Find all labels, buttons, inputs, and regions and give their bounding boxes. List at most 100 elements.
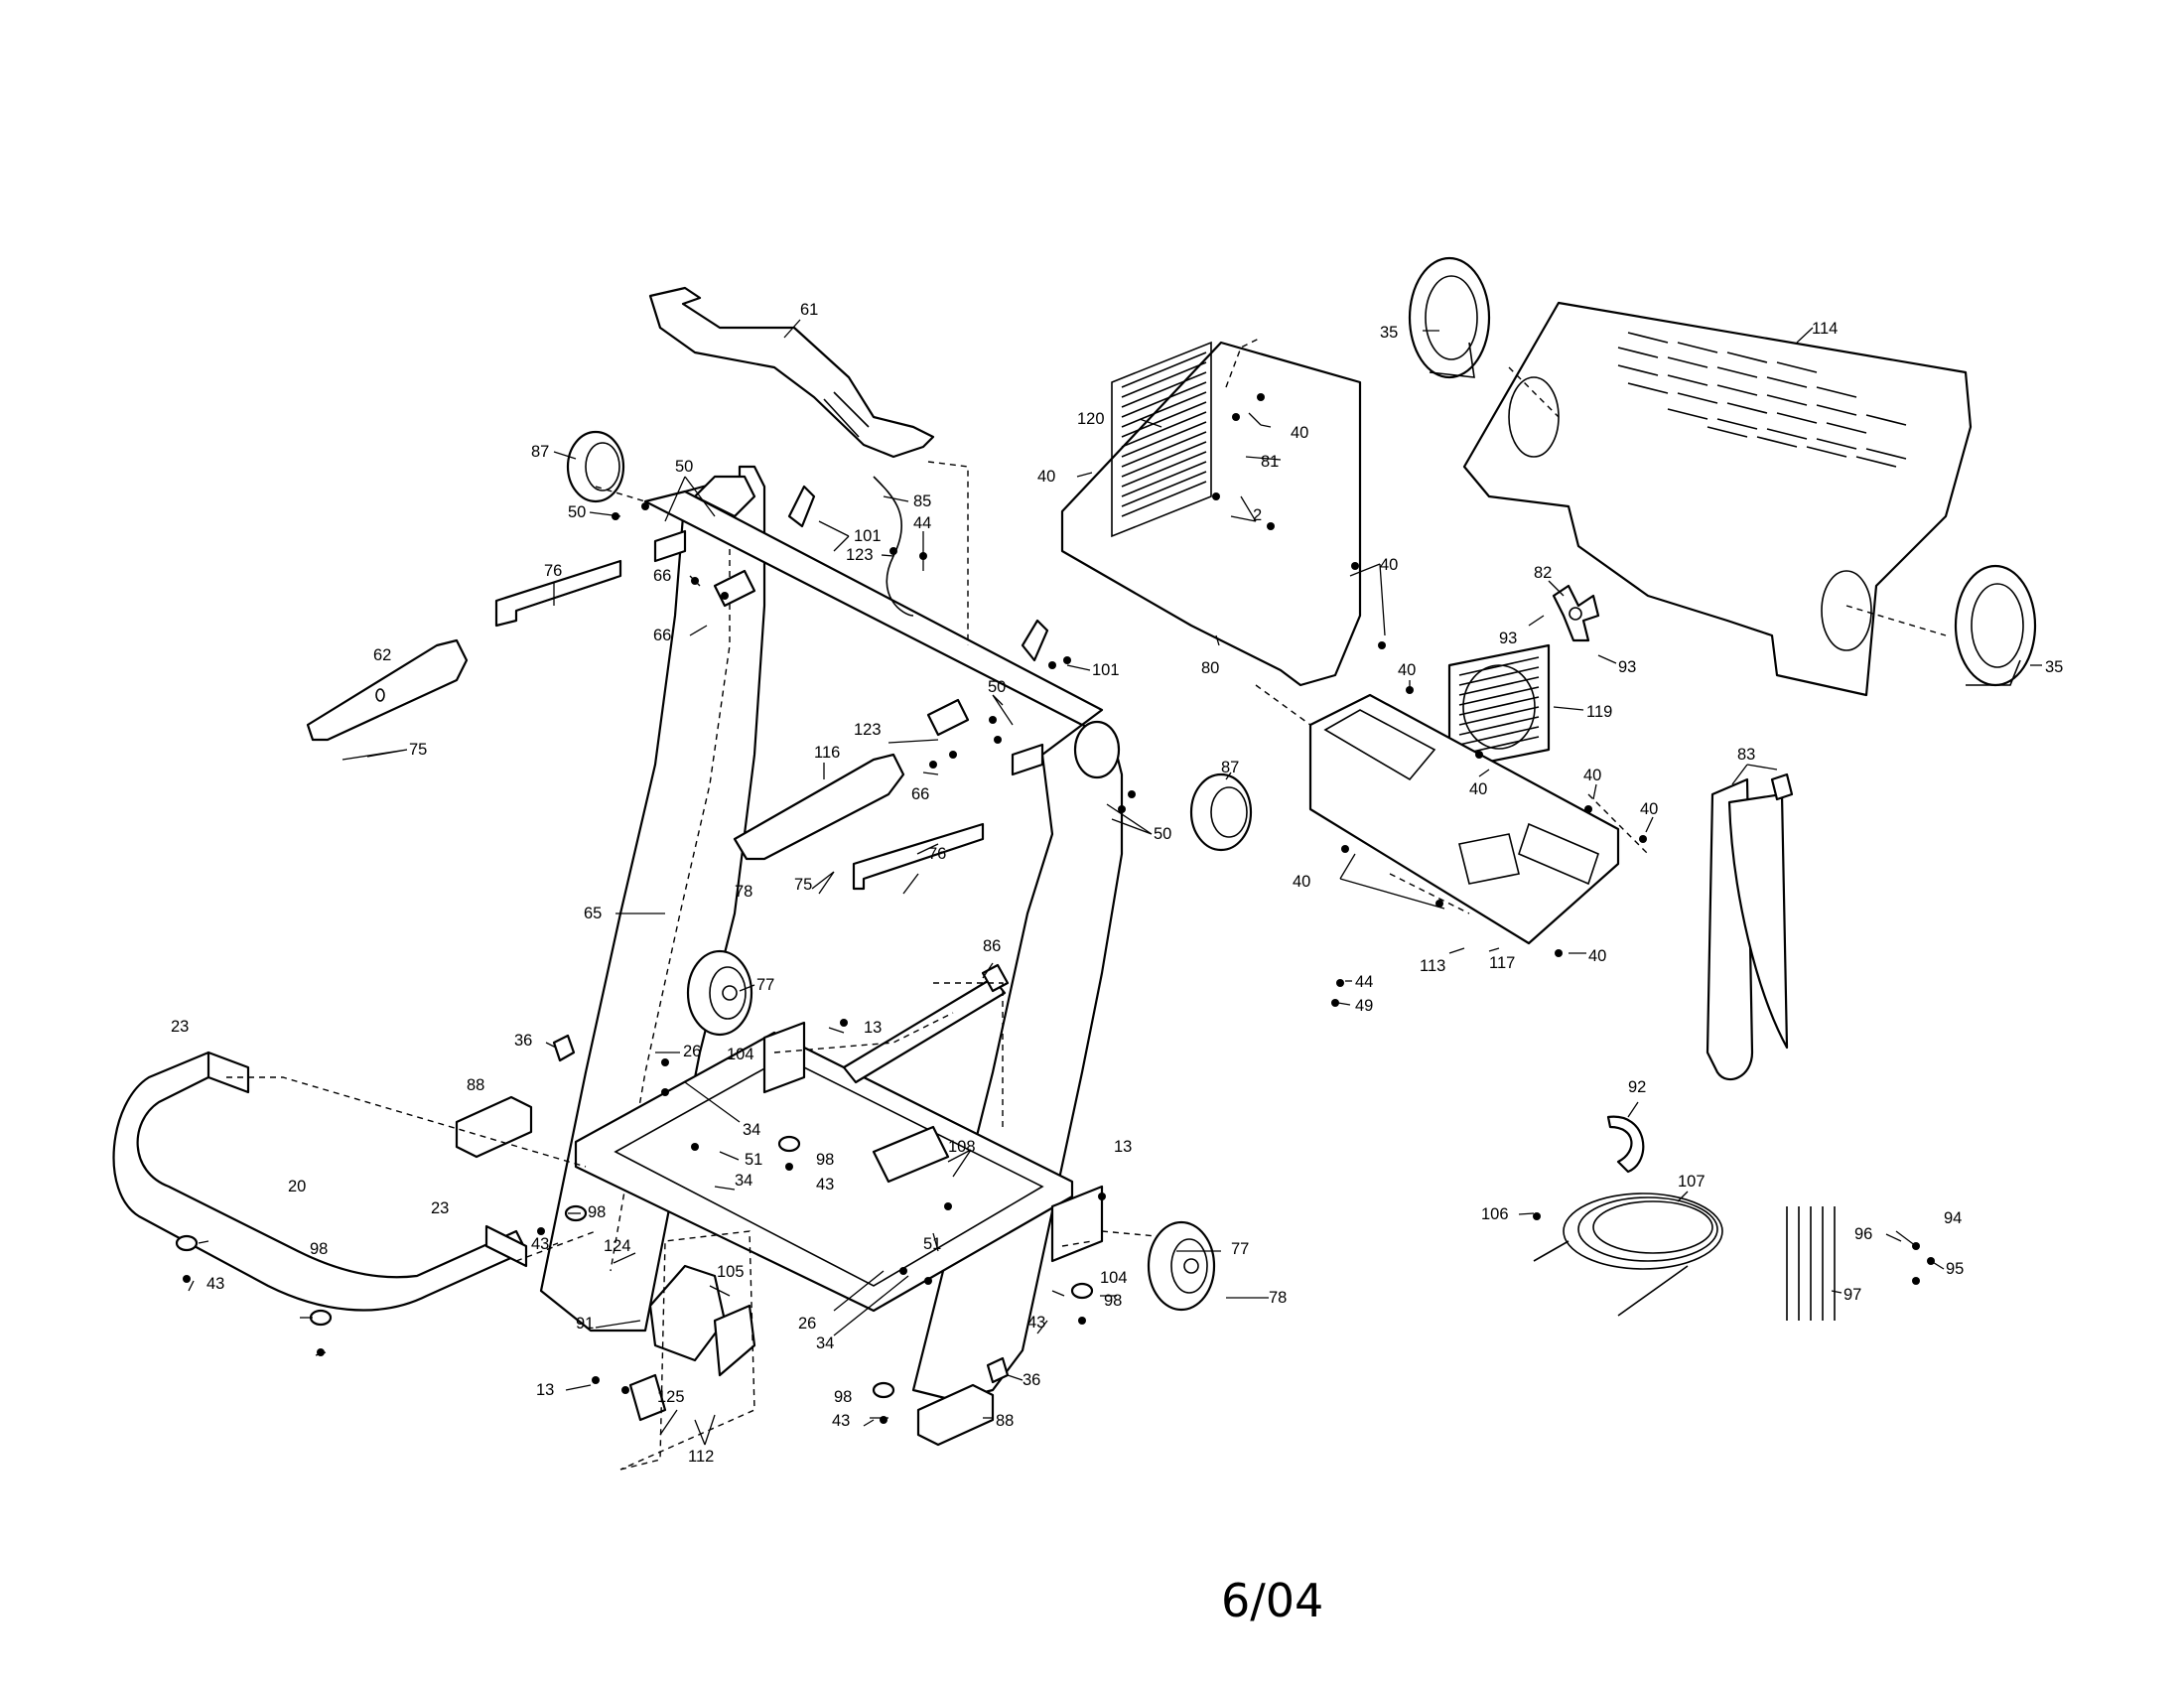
- callout-label: 114: [1812, 320, 1838, 338]
- callout-label: 117: [1489, 954, 1515, 972]
- ties-part-97: [1786, 1206, 1836, 1321]
- callout-label: 93: [1499, 630, 1517, 647]
- callout-label: 76: [928, 845, 946, 863]
- callout-label: 87: [1221, 759, 1239, 776]
- callout-label: 85: [913, 492, 931, 510]
- callout-label: 75: [794, 876, 812, 894]
- wheel-part-77-left: [686, 949, 753, 1037]
- callout-label: 95: [1946, 1260, 1964, 1278]
- callout-label: 13: [536, 1381, 554, 1399]
- grille-part-119: [1447, 643, 1551, 772]
- callout-label: 104: [727, 1046, 754, 1063]
- callout-label: 49: [1355, 997, 1373, 1015]
- callout-label: 104: [1100, 1269, 1128, 1287]
- callout-label: 34: [816, 1334, 834, 1352]
- callout-label: 43: [531, 1235, 549, 1253]
- callout-label: 36: [1023, 1371, 1040, 1389]
- callout-leader-lines: [188, 319, 2042, 1446]
- bracket-part-76-right: [852, 822, 985, 891]
- callout-label: 108: [948, 1138, 976, 1156]
- grip-part-62: [306, 638, 469, 742]
- clip-part-92: [1606, 1115, 1645, 1174]
- callout-label: 40: [1469, 780, 1487, 798]
- callout-label: 43: [832, 1412, 850, 1430]
- base-frame: [574, 1021, 1104, 1313]
- callout-label: 2: [1253, 506, 1262, 524]
- callout-label: 66: [911, 785, 929, 803]
- callout-label: 40: [1640, 800, 1658, 818]
- callout-label: 50: [1154, 825, 1171, 843]
- end-cap-part-87-right: [1189, 772, 1253, 852]
- callout-label: 66: [653, 627, 671, 644]
- callout-label: 123: [854, 721, 882, 739]
- callout-label: 86: [983, 937, 1001, 955]
- callout-label: 40: [1293, 873, 1310, 891]
- callout-label: 78: [1269, 1289, 1287, 1307]
- callout-label: 98: [588, 1203, 606, 1221]
- callout-label: 92: [1628, 1078, 1646, 1096]
- end-cap-part-87-left: [566, 430, 625, 503]
- callout-label: 65: [584, 905, 602, 922]
- grip-part-116: [733, 753, 905, 861]
- callout-label: 88: [467, 1076, 484, 1094]
- incline-rod-part-86: [842, 963, 1010, 1084]
- wire-part-85: [873, 476, 914, 617]
- wire-harness-part-83: [1706, 772, 1794, 1081]
- fan-part-82: [1552, 584, 1600, 642]
- callout-label: 93: [1618, 658, 1636, 676]
- callout-label: 40: [1583, 767, 1601, 784]
- callout-label: 98: [816, 1151, 834, 1169]
- part-number-callouts: 61 87 50 50 85 44 101 123 66 66 76 62 75…: [171, 301, 2063, 1466]
- callout-label: 116: [814, 744, 840, 762]
- foot-pads-part-98: [175, 1135, 1094, 1399]
- callout-label: 20: [288, 1178, 306, 1195]
- callout-label: 97: [1843, 1286, 1861, 1304]
- callout-label: 123: [846, 546, 874, 564]
- callout-label: 34: [743, 1121, 760, 1139]
- assembly-guidelines: [226, 337, 1947, 1471]
- callout-label: 125: [657, 1388, 685, 1406]
- callout-label: 77: [1231, 1240, 1249, 1258]
- callout-label: 66: [653, 567, 671, 585]
- callout-label: 40: [1380, 556, 1398, 574]
- callout-label: 80: [1201, 659, 1219, 677]
- callout-label: 98: [1104, 1292, 1122, 1310]
- callout-label: 40: [1037, 468, 1055, 486]
- leveler-pad-part-36: [552, 1034, 1010, 1384]
- callout-label: 96: [1854, 1225, 1872, 1243]
- controller-part-117: [1308, 693, 1620, 945]
- callout-label: 61: [800, 301, 818, 319]
- callout-label: 105: [717, 1263, 745, 1281]
- callout-label: 44: [913, 514, 931, 532]
- motor-hood-part-80: [1060, 341, 1362, 687]
- callout-label: 98: [834, 1388, 852, 1406]
- callout-label: 83: [1737, 746, 1755, 764]
- callout-label: 35: [2045, 658, 2063, 676]
- callout-label: 34: [735, 1172, 752, 1190]
- callout-label: 23: [171, 1018, 189, 1036]
- speaker-cup-part-35-right: [1954, 564, 2037, 687]
- bracket-part-76-left: [494, 559, 622, 628]
- callout-label: 43: [1027, 1314, 1045, 1332]
- callout-label: 13: [1114, 1138, 1132, 1156]
- hood-part-114: [1462, 301, 1973, 697]
- callout-label: 81: [1261, 453, 1279, 471]
- end-cap-ring: [1073, 720, 1121, 779]
- motor-part-91: [628, 1264, 756, 1422]
- callout-label: 62: [373, 646, 391, 664]
- callout-label: 50: [675, 458, 693, 476]
- callout-label: 76: [544, 562, 562, 580]
- callout-label: 50: [988, 678, 1006, 696]
- callout-label: 75: [409, 741, 427, 759]
- speaker-cup-part-35-left: [1408, 256, 1491, 379]
- callout-label: 119: [1586, 703, 1612, 721]
- callout-label: 88: [996, 1412, 1014, 1430]
- callout-label: 112: [688, 1448, 714, 1466]
- callout-label: 106: [1481, 1205, 1509, 1223]
- callout-label: 50: [568, 503, 586, 521]
- callout-label: 124: [604, 1237, 631, 1255]
- callout-label: 40: [1588, 947, 1606, 965]
- callout-label: 78: [735, 883, 752, 901]
- callout-label: 43: [206, 1275, 224, 1293]
